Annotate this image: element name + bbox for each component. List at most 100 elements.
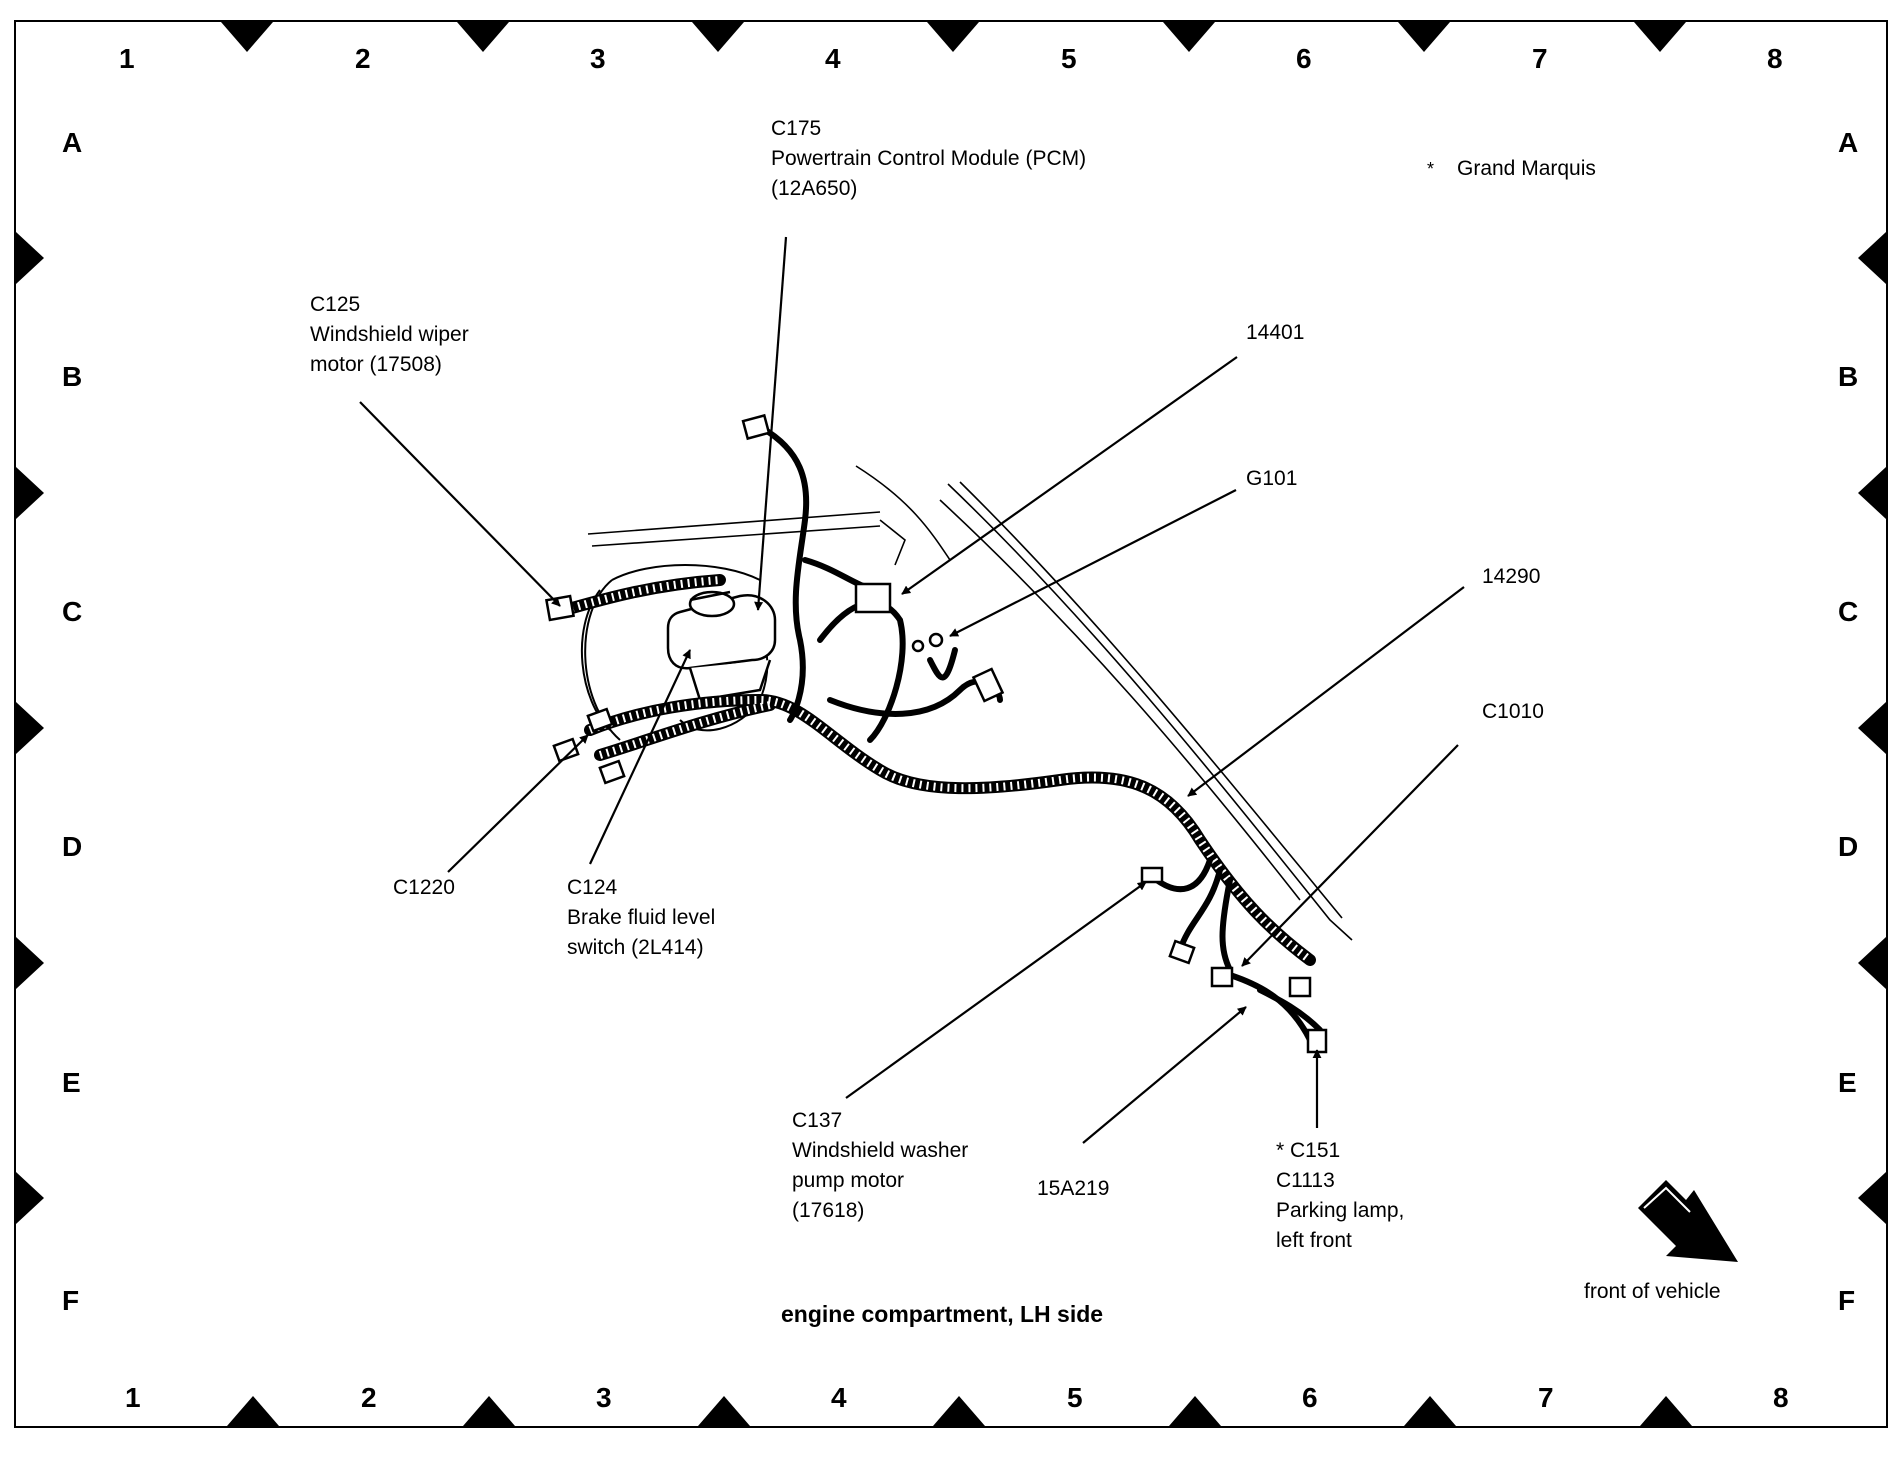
tick-bottom-7: [1640, 1396, 1692, 1426]
tick-right-4: [1858, 937, 1886, 989]
callout-c175-line-2: Powertrain Control Module (PCM): [771, 147, 1087, 170]
tick-left-1: [16, 232, 44, 284]
tick-right-2: [1858, 467, 1886, 519]
tick-bottom-2: [463, 1396, 515, 1426]
callout-c125-line-2: Windshield wiper: [310, 323, 469, 346]
grid-row-A-right: A: [1838, 127, 1859, 158]
tick-left-4: [16, 937, 44, 989]
grid-column-4-bottom: 4: [831, 1382, 847, 1413]
grid-row-E-left: E: [62, 1067, 81, 1098]
tick-left-3: [16, 702, 44, 754]
callout-c175-line-3: (12A650): [771, 177, 858, 200]
grid-column-3-top: 3: [590, 43, 606, 74]
grid-column-1-bottom: 1: [125, 1382, 141, 1413]
callout-14401-line-1: 14401: [1246, 321, 1305, 344]
callout-c137: C137 Windshield washer pump motor (17618…: [792, 1106, 968, 1226]
callout-c125: C125 Windshield wiper motor (17508): [310, 290, 469, 380]
callout-c1010: C1010: [1482, 697, 1544, 727]
callout-c1220-line-1: C1220: [393, 876, 455, 899]
callout-c175-line-1: C175: [771, 117, 822, 140]
callout-c137-line-4: (17618): [792, 1199, 865, 1222]
harness-branches: [759, 425, 1323, 1043]
footnote-marker: *: [1427, 159, 1435, 179]
grid-column-2-bottom: 2: [361, 1382, 377, 1413]
grid-column-5-bottom: 5: [1067, 1382, 1083, 1413]
tick-bottom-4: [933, 1396, 985, 1426]
tick-right-5: [1858, 1172, 1886, 1224]
grid-row-D-right: D: [1838, 831, 1859, 862]
grid-column-4-top: 4: [825, 43, 841, 74]
tick-left-5: [16, 1172, 44, 1224]
leader-lines: [359, 236, 1465, 1144]
tick-bottom-6: [1404, 1396, 1456, 1426]
tick-top-6: [1398, 22, 1450, 52]
callout-c151-line-3: Parking lamp,: [1276, 1199, 1405, 1222]
tick-top-4: [927, 22, 979, 52]
grid-row-E-right: E: [1838, 1067, 1857, 1098]
footnote: * Grand Marquis: [1427, 154, 1596, 184]
grid-row-B-left: B: [62, 361, 83, 392]
tick-right-3: [1858, 702, 1886, 754]
tick-bottom-1: [227, 1396, 279, 1426]
callout-c124-line-3: switch (2L414): [567, 936, 704, 959]
callout-c124: C124 Brake fluid level switch (2L414): [567, 873, 715, 963]
callout-c125-line-1: C125: [310, 293, 361, 316]
callout-14401: 14401: [1246, 318, 1304, 348]
grid-row-D-left: D: [62, 831, 83, 862]
callout-14290: 14290: [1482, 562, 1540, 592]
callout-c137-line-2: Windshield washer: [792, 1139, 969, 1162]
grid-column-8-top: 8: [1767, 43, 1783, 74]
diagram-title: engine compartment, LH side: [781, 1301, 1104, 1327]
grid-row-B-right: B: [1838, 361, 1859, 392]
callout-c175: C175 Powertrain Control Module (PCM) (12…: [771, 114, 1086, 204]
grid-column-7-bottom: 7: [1538, 1382, 1554, 1413]
grid-row-C-left: C: [62, 596, 83, 627]
callout-c124-line-1: C124: [567, 876, 618, 899]
master-cylinder-reservoir: [666, 590, 777, 702]
grid-column-6-top: 6: [1296, 43, 1312, 74]
callout-g101-line-1: G101: [1246, 467, 1298, 490]
grid-row-C-right: C: [1838, 596, 1859, 627]
callout-g101: G101: [1246, 464, 1297, 494]
grid-row-A-left: A: [62, 127, 83, 158]
callout-14290-line-1: 14290: [1482, 565, 1541, 588]
callout-c151-line-4: left front: [1276, 1229, 1352, 1252]
grid-row-F-right: F: [1838, 1285, 1856, 1316]
callout-c151-line-1: * C151: [1276, 1139, 1341, 1162]
tick-left-2: [16, 467, 44, 519]
diagram-frame: [14, 20, 1888, 1428]
grid-column-1-top: 1: [119, 43, 135, 74]
connectors: [544, 413, 1328, 1054]
border-tick-marks: [16, 22, 1886, 1426]
callout-c124-line-2: Brake fluid level: [567, 906, 716, 929]
tick-top-5: [1163, 22, 1215, 52]
callout-c125-line-3: motor (17508): [310, 353, 442, 376]
tick-top-1: [221, 22, 273, 52]
grid-column-7-top: 7: [1532, 43, 1548, 74]
front-of-vehicle-label: front of vehicle: [1584, 1280, 1721, 1303]
body-outlines: [587, 465, 1353, 941]
callout-c1010-line-1: C1010: [1482, 700, 1544, 723]
grid-column-3-bottom: 3: [596, 1382, 612, 1413]
callout-15a219: 15A219: [1037, 1174, 1109, 1204]
tick-top-7: [1634, 22, 1686, 52]
callout-c137-line-3: pump motor: [792, 1169, 905, 1192]
grid-column-2-top: 2: [355, 43, 371, 74]
callout-c1220: C1220: [393, 873, 455, 903]
callout-c137-line-1: C137: [792, 1109, 843, 1132]
tick-top-2: [457, 22, 509, 52]
tick-top-3: [692, 22, 744, 52]
front-of-vehicle-arrow: [1638, 1180, 1738, 1262]
callout-c151-line-2: C1113: [1276, 1169, 1335, 1192]
grid-column-6-bottom: 6: [1302, 1382, 1318, 1413]
grid-column-5-top: 5: [1061, 43, 1077, 74]
tick-bottom-5: [1169, 1396, 1221, 1426]
tick-right-1: [1858, 232, 1886, 284]
callout-c151: * C151 C1113 Parking lamp, left front: [1276, 1136, 1404, 1256]
grid-column-8-bottom: 8: [1773, 1382, 1789, 1413]
callout-15a219-line-1: 15A219: [1037, 1177, 1110, 1200]
footnote-text: Grand Marquis: [1457, 157, 1596, 180]
grid-row-F-left: F: [62, 1285, 80, 1316]
tick-bottom-3: [698, 1396, 750, 1426]
